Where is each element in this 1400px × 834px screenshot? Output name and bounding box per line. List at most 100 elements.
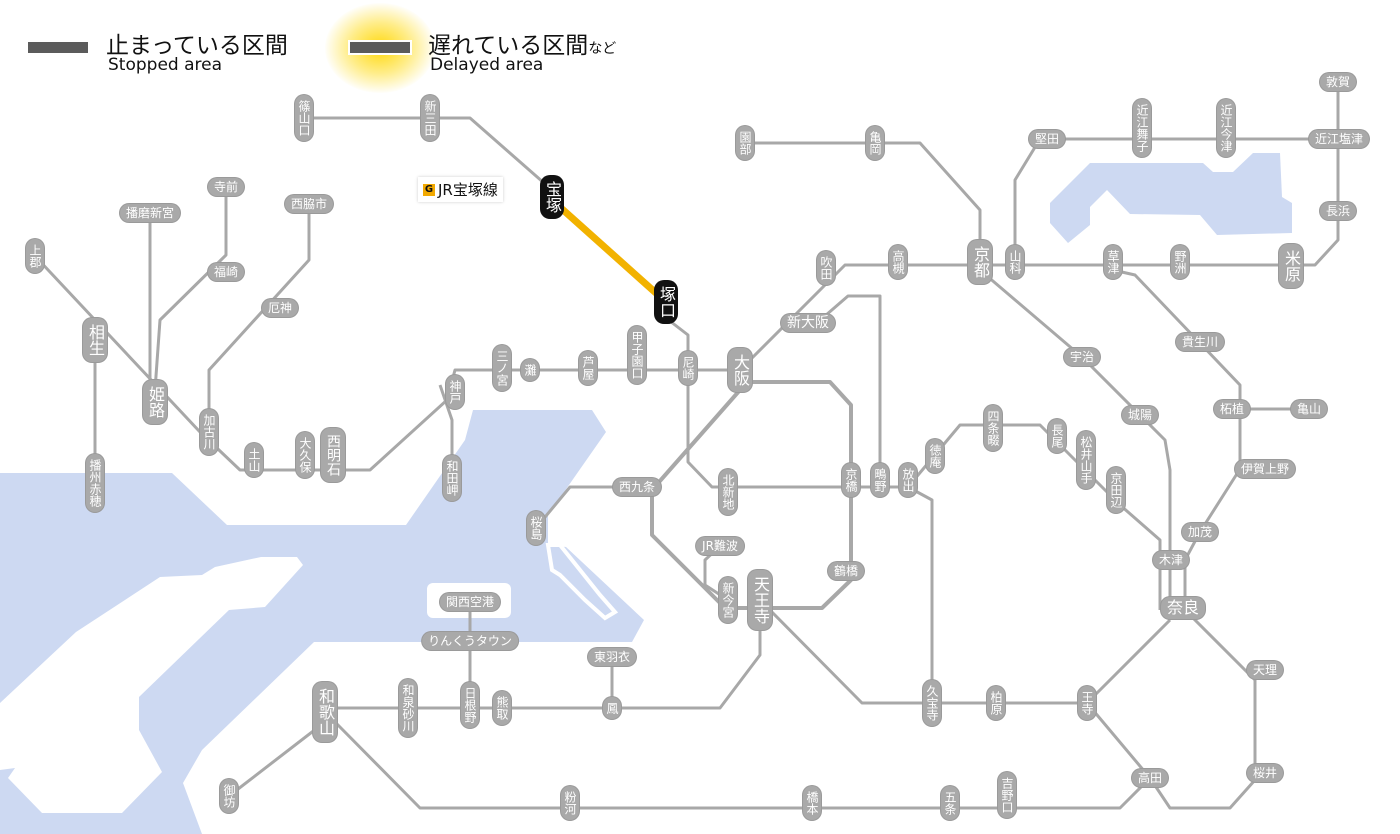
stopped-label-jp: 止まっている区間 [106, 33, 288, 59]
line-label-jr-takarazuka[interactable]: G JR宝塚線 [418, 177, 503, 202]
station[interactable]: 亀山 [1290, 400, 1328, 418]
station[interactable]: 京都 [968, 240, 992, 284]
line-osaka-loop [650, 380, 853, 610]
station[interactable]: 和泉砂川 [399, 679, 417, 737]
station[interactable]: 吹田 [817, 251, 835, 285]
station[interactable]: 新今宮 [719, 577, 737, 623]
station[interactable]: 高田 [1131, 769, 1169, 787]
station[interactable]: 北新地 [719, 469, 737, 515]
station[interactable]: 和歌山 [313, 682, 337, 742]
station[interactable]: 近江今津 [1217, 99, 1235, 157]
station[interactable]: 王寺 [1078, 686, 1096, 720]
line-osaka-higashi-south [907, 485, 934, 703]
station[interactable]: 柘植 [1213, 400, 1251, 418]
station[interactable]: 京田辺 [1107, 467, 1125, 513]
station[interactable]: 鶴橋 [827, 562, 865, 580]
station[interactable]: 天王寺 [748, 570, 772, 630]
station[interactable]: 日根野 [461, 682, 479, 728]
awaji-island [0, 557, 303, 813]
station[interactable]: JR難波 [696, 537, 744, 555]
station[interactable]: 園部 [736, 126, 754, 160]
station[interactable]: 柏原 [987, 686, 1005, 720]
station-delayed[interactable]: 宝塚 [540, 175, 564, 219]
station[interactable]: 播州赤穂 [86, 454, 104, 512]
station[interactable]: 西脇市 [284, 195, 334, 213]
station[interactable]: 橋本 [803, 786, 821, 820]
line-katamachi [906, 423, 1162, 610]
station[interactable]: 城陽 [1121, 406, 1159, 424]
station[interactable]: 寺前 [207, 178, 245, 196]
delayed-label-en: Delayed area [430, 55, 544, 75]
station[interactable]: 加古川 [200, 409, 218, 455]
station-delayed[interactable]: 塚口 [654, 280, 678, 324]
station[interactable]: 新三田 [421, 95, 439, 141]
station[interactable]: 大阪 [728, 348, 752, 392]
station[interactable]: 米原 [1279, 244, 1303, 288]
station[interactable]: 灘 [521, 359, 539, 381]
station[interactable]: 堅田 [1028, 130, 1066, 148]
stopped-swatch [28, 42, 88, 53]
station[interactable]: 桜島 [527, 511, 545, 545]
station[interactable]: 桜井 [1246, 764, 1284, 782]
lake-biwa [1050, 153, 1292, 243]
station[interactable]: 四条畷 [984, 405, 1002, 451]
station[interactable]: 徳庵 [926, 439, 944, 473]
station[interactable]: 播磨新宮 [119, 204, 181, 222]
station[interactable]: 伊賀上野 [1234, 460, 1296, 478]
station[interactable]: 五条 [941, 786, 959, 820]
delayed-section-line[interactable] [549, 197, 669, 305]
line-bantan [153, 187, 228, 391]
station[interactable]: 厄神 [261, 299, 299, 317]
station[interactable]: 甲子園口 [628, 326, 646, 384]
station[interactable]: 加茂 [1181, 523, 1219, 541]
station[interactable]: 関西空港 [439, 593, 501, 611]
station[interactable]: りんくうタウン [422, 632, 518, 650]
station[interactable]: 天理 [1246, 661, 1284, 679]
station[interactable]: 草津 [1104, 245, 1122, 279]
station[interactable]: 放出 [899, 463, 917, 497]
station[interactable]: 西九条 [612, 478, 662, 496]
station[interactable]: 京橋 [842, 463, 860, 497]
station[interactable]: 久宝寺 [923, 680, 941, 726]
station[interactable]: 長尾 [1048, 419, 1066, 453]
station[interactable]: 神戸 [446, 375, 464, 409]
station[interactable]: 鴫野 [871, 463, 889, 497]
delayed-swatch [350, 42, 410, 53]
station[interactable]: 和田岬 [443, 455, 461, 501]
station[interactable]: 大久保 [296, 432, 314, 478]
station[interactable]: 姫路 [143, 380, 167, 424]
station[interactable]: 土山 [245, 443, 263, 477]
station[interactable]: 高槻 [889, 245, 907, 279]
station[interactable]: 新大阪 [781, 314, 835, 332]
station[interactable]: 東羽衣 [587, 648, 637, 666]
station[interactable]: 亀岡 [866, 126, 884, 160]
station[interactable]: 近江塩津 [1308, 130, 1370, 148]
station[interactable]: 西明石 [321, 428, 345, 482]
station[interactable]: 熊取 [493, 691, 511, 725]
station[interactable]: 長浜 [1319, 202, 1357, 220]
station[interactable]: 奈良 [1160, 597, 1206, 619]
station[interactable]: 宇治 [1063, 348, 1101, 366]
station[interactable]: 尼崎 [679, 351, 697, 385]
station[interactable]: 山科 [1006, 245, 1024, 279]
station[interactable]: 近江舞子 [1133, 99, 1151, 157]
station[interactable]: 木津 [1152, 551, 1190, 569]
station[interactable]: 貴生川 [1175, 333, 1225, 351]
station[interactable]: 鳳 [603, 697, 621, 719]
station[interactable]: 福崎 [207, 263, 245, 281]
station[interactable]: 篠山口 [295, 95, 313, 141]
station[interactable]: 粉河 [561, 786, 579, 820]
line-kosei [1013, 137, 1339, 262]
line-osaka-higashi-north [817, 294, 882, 480]
station[interactable]: 野洲 [1171, 245, 1189, 279]
station[interactable]: 上郡 [26, 239, 44, 273]
line-tozai [686, 368, 908, 489]
station[interactable]: 吉野口 [998, 772, 1016, 818]
station[interactable]: 敦賀 [1319, 73, 1357, 91]
delayed-label-jp: 遅れている区間など [428, 26, 616, 60]
station[interactable]: 芦屋 [579, 351, 597, 385]
station[interactable]: 相生 [83, 318, 107, 362]
station[interactable]: 三ノ宮 [493, 345, 511, 391]
station[interactable]: 御坊 [220, 779, 238, 813]
station[interactable]: 松井山手 [1077, 431, 1095, 489]
